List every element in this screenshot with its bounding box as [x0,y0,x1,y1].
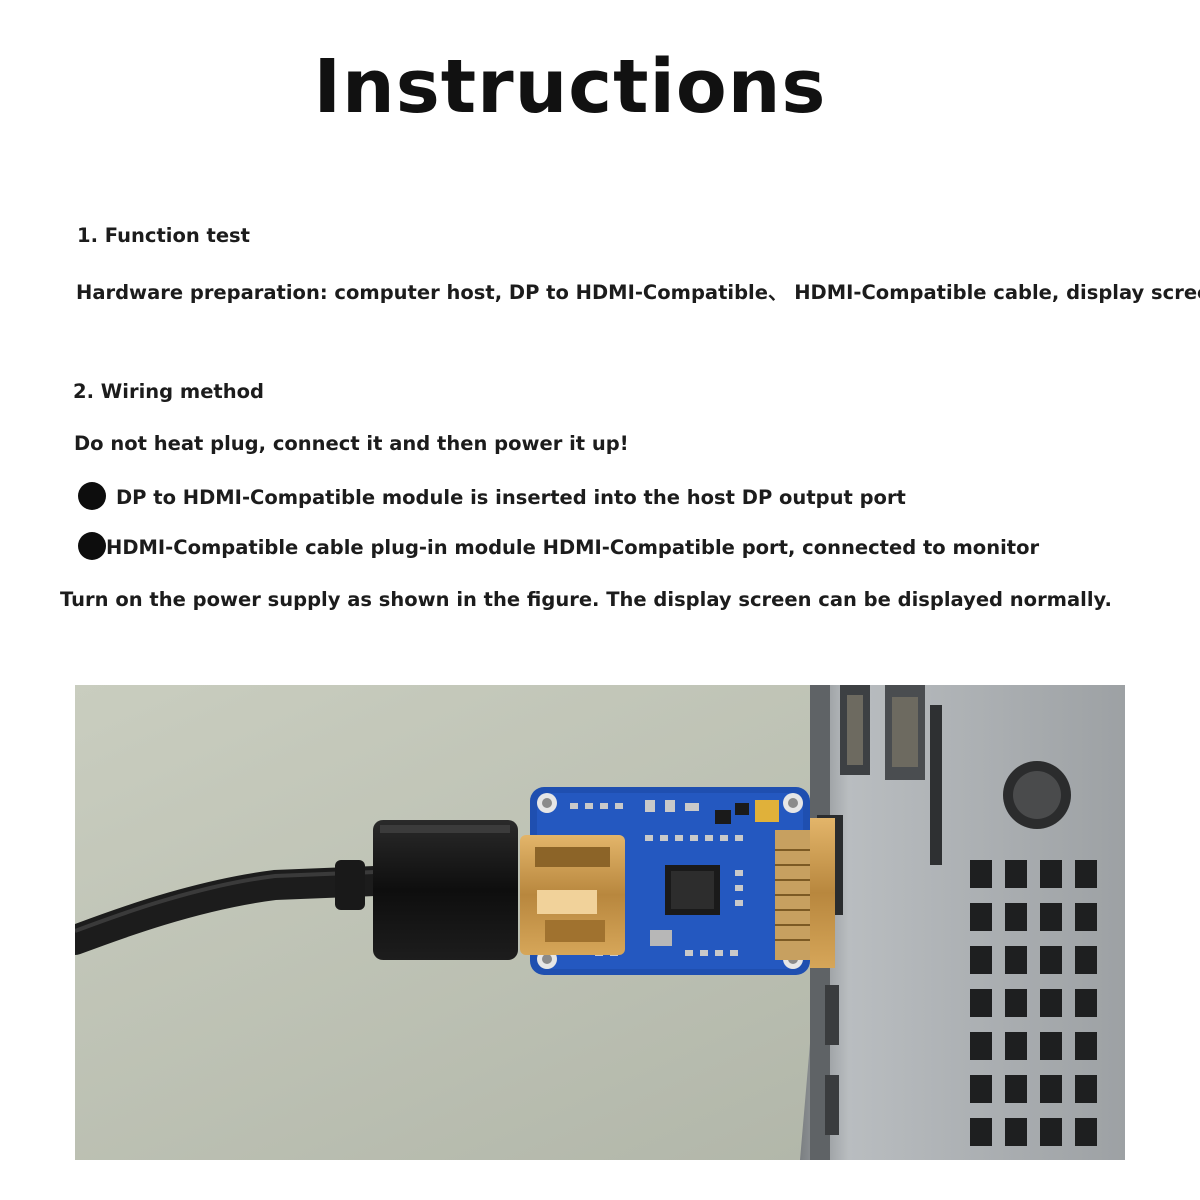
warning-text: Do not heat plug, connect it and then po… [74,432,629,455]
bullet-icon [78,532,106,560]
section1-heading: 1. Function test [77,224,250,247]
hardware-preparation-text: Hardware preparation: computer host, DP … [76,281,1200,304]
page-title: Instructions [313,44,827,130]
bullet-icon [78,482,106,510]
hdmi-cable [75,866,390,955]
section2-heading: 2. Wiring method [73,380,264,403]
product-photo [75,685,1125,1160]
pc-case [800,685,1125,1160]
hdmi-port-gold [520,835,625,955]
hdmi-plug [335,820,518,960]
bullet-item-1: DP to HDMI-Compatible module is inserted… [116,486,906,509]
bullet-item-2: HDMI-Compatible cable plug-in module HDM… [106,536,1040,559]
dp-connector-gold [775,818,835,968]
footer-note: Turn on the power supply as shown in the… [60,588,1112,611]
